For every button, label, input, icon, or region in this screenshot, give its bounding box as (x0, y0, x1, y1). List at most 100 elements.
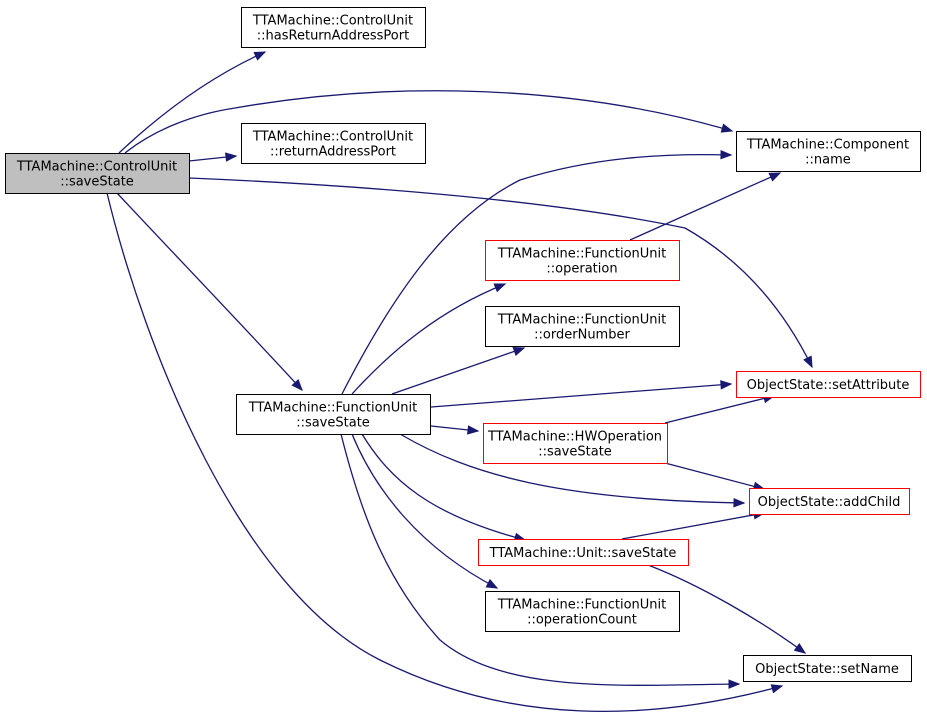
edge-fu_saveState-to-fu_operationCount (351, 433, 499, 589)
edge-line (664, 395, 775, 424)
nodes-layer: TTAMachine::ControlUnit::saveStateTTAMac… (5, 7, 921, 682)
node-label: TTAMachine::Unit::saveState (489, 546, 677, 561)
edge-fu_saveState-to-fu_operation (351, 283, 507, 395)
node-label: TTAMachine::ControlUnit (252, 130, 413, 145)
edge-cu_saveState-to-os_setName (106, 192, 784, 712)
node-box[interactable] (236, 394, 431, 435)
node-box[interactable] (241, 123, 426, 164)
node-label: TTAMachine::Component (746, 138, 909, 153)
node-box[interactable] (483, 423, 668, 464)
edge-hwop_saveState-to-os_setAttribute (664, 393, 776, 424)
node-label: ObjectState::setAttribute (747, 378, 910, 393)
node-fu_orderNumber[interactable]: TTAMachine::FunctionUnit::orderNumber (485, 306, 680, 347)
edge-fu_saveState-to-os_setAttribute (430, 380, 733, 408)
edge-cu_saveState-to-cu_hasReturnAddressPort (118, 51, 267, 154)
node-cu_returnAddressPort[interactable]: TTAMachine::ControlUnit::returnAddressPo… (241, 123, 426, 164)
edges-layer (106, 51, 813, 712)
node-label: ::orderNumber (534, 328, 630, 343)
edge-line (629, 172, 781, 241)
node-box[interactable] (485, 591, 680, 632)
node-label: ::operationCount (527, 613, 637, 628)
edge-hwop_saveState-to-os_addChild (664, 462, 766, 491)
edge-fu_saveState-to-os_addChild (399, 433, 746, 508)
node-label: ::saveState (296, 416, 370, 431)
edge-fu_saveState-to-fu_orderNumber (391, 346, 526, 395)
edge-cu_saveState-to-cu_returnAddressPort (188, 152, 238, 162)
node-label: TTAMachine::FunctionUnit (497, 247, 666, 262)
node-cu_saveState[interactable]: TTAMachine::ControlUnit::saveState (5, 153, 190, 194)
edge-line (340, 433, 740, 686)
node-fu_saveState[interactable]: TTAMachine::FunctionUnit::saveState (236, 394, 431, 435)
edge-line (664, 462, 765, 490)
edge-arrowhead (793, 643, 807, 654)
node-label: ::returnAddressPort (270, 145, 396, 160)
edge-unit_saveState-to-os_addChild (621, 510, 766, 540)
node-box[interactable] (478, 539, 689, 566)
edge-fu_operation-to-component_name (629, 172, 782, 241)
edge-line (399, 433, 745, 504)
node-label: ObjectState::setName (755, 662, 899, 677)
edge-arrowhead (485, 578, 499, 589)
edge-line (116, 192, 303, 391)
edge-fu_saveState-to-os_setName (340, 433, 741, 689)
edge-line (106, 192, 783, 712)
edge-arrowhead (733, 498, 746, 508)
node-box[interactable] (736, 131, 921, 172)
node-hwop_saveState[interactable]: TTAMachine::HWOperation::saveState (483, 423, 668, 464)
node-label: TTAMachine::ControlUnit (252, 14, 413, 29)
node-os_addChild[interactable]: ObjectState::addChild (749, 488, 910, 515)
node-box[interactable] (485, 306, 680, 347)
edge-arrowhead (720, 380, 733, 390)
edge-line (124, 90, 733, 154)
edge-arrowhead (253, 51, 267, 61)
edge-cu_saveState-to-component_name (124, 90, 734, 154)
edge-arrowhead (728, 679, 741, 689)
node-unit_saveState[interactable]: TTAMachine::Unit::saveState (478, 539, 689, 566)
node-box[interactable] (485, 240, 680, 281)
edge-arrowhead (225, 152, 238, 162)
node-label: TTAMachine::FunctionUnit (248, 401, 417, 416)
node-label: TTAMachine::ControlUnit (16, 160, 177, 175)
edge-arrowhead (493, 283, 507, 293)
node-os_setName[interactable]: ObjectState::setName (743, 655, 912, 682)
edge-line (361, 433, 526, 541)
edge-arrowhead (768, 172, 782, 182)
node-label: ::hasReturnAddressPort (257, 29, 409, 44)
node-cu_hasReturnAddressPort[interactable]: TTAMachine::ControlUnit::hasReturnAddres… (241, 7, 426, 48)
node-label: TTAMachine::FunctionUnit (497, 598, 666, 613)
node-label: ::operation (546, 262, 617, 277)
node-box[interactable] (5, 153, 190, 194)
edge-arrowhead (512, 346, 526, 356)
edge-line (647, 564, 806, 654)
node-label: ObjectState::addChild (758, 495, 901, 510)
edge-line (188, 177, 813, 368)
node-box[interactable] (241, 7, 426, 48)
node-label: TTAMachine::HWOperation (487, 430, 662, 445)
edge-arrowhead (770, 684, 784, 694)
node-os_setAttribute[interactable]: ObjectState::setAttribute (736, 371, 921, 398)
node-label: ::saveState (538, 445, 612, 460)
node-box[interactable] (749, 488, 910, 515)
node-fu_operationCount[interactable]: TTAMachine::FunctionUnit::operationCount (485, 591, 680, 632)
edge-arrowhead (467, 425, 480, 435)
node-label: ::name (805, 153, 851, 168)
edge-line (351, 433, 498, 589)
node-box[interactable] (743, 655, 912, 682)
edge-arrowhead (803, 355, 813, 369)
edge-arrowhead (720, 149, 733, 160)
node-component_name[interactable]: TTAMachine::Component::name (736, 131, 921, 172)
edge-fu_saveState-to-hwop_saveState (430, 425, 480, 435)
edge-unit_saveState-to-os_setName (647, 564, 807, 654)
node-fu_operation[interactable]: TTAMachine::FunctionUnit::operation (485, 240, 680, 281)
edge-line (341, 153, 732, 395)
edge-line (391, 347, 525, 395)
edge-line (118, 51, 266, 154)
edge-arrowhead (291, 379, 303, 391)
edge-fu_saveState-to-component_name (341, 149, 733, 395)
edge-line (430, 383, 732, 408)
node-label: ::saveState (60, 175, 134, 190)
edge-cu_saveState-to-fu_saveState (116, 192, 303, 391)
node-label: TTAMachine::FunctionUnit (497, 313, 666, 328)
node-box[interactable] (736, 371, 921, 398)
